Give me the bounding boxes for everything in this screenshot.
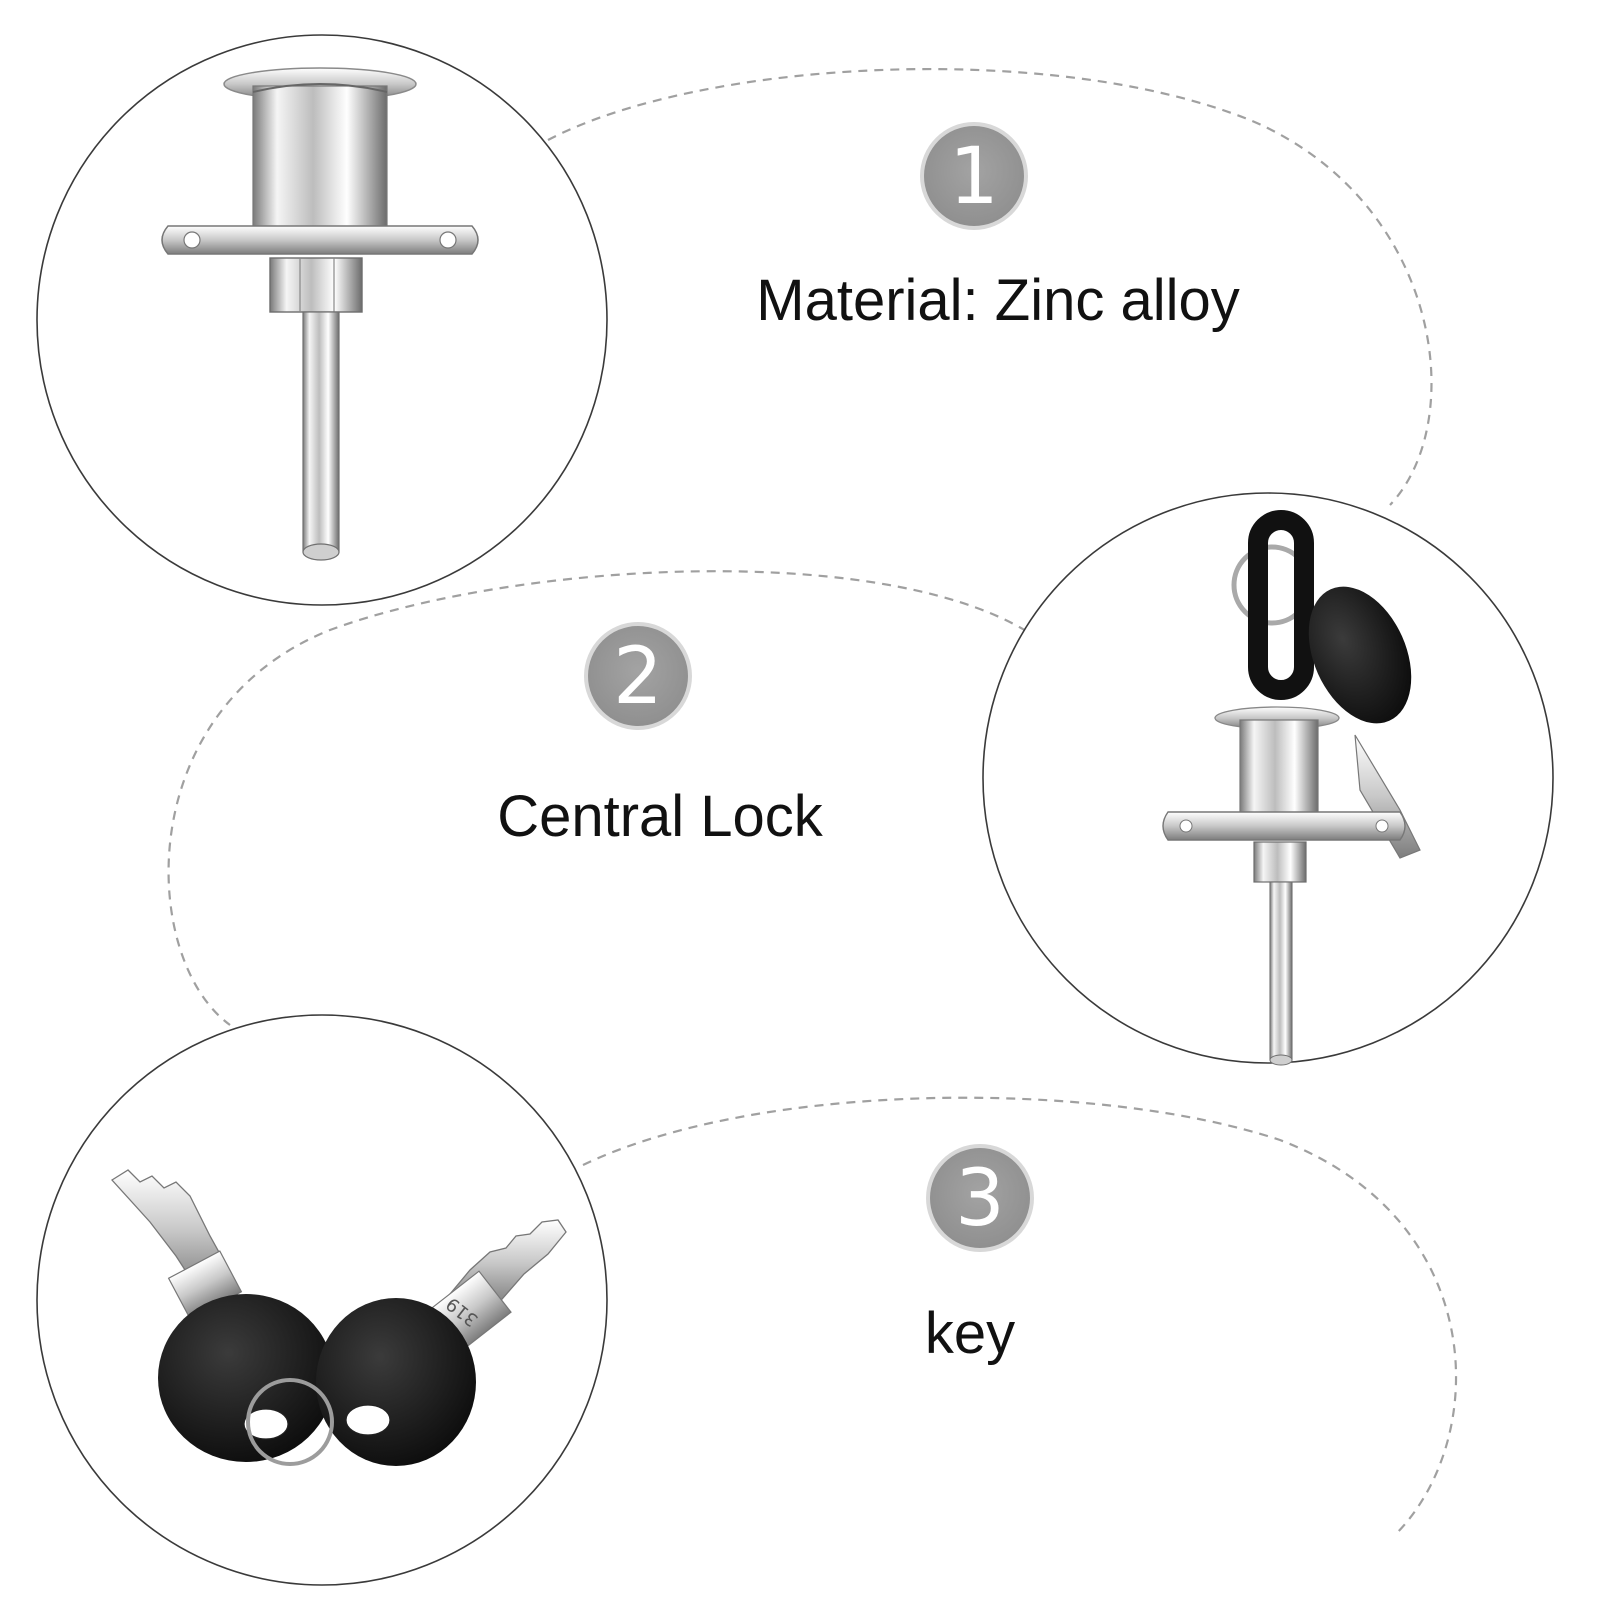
lock-plunger-pin: [302, 311, 340, 553]
lock-mounting-plate: [1162, 811, 1406, 841]
lock-hex-nut: [269, 257, 363, 313]
feature-badge-1: [920, 122, 1028, 230]
feature-label-material: Material: Zinc alloy: [756, 268, 1240, 333]
key-head-tilted: [1308, 586, 1412, 724]
key-head-left: [158, 1294, 334, 1462]
dashed-connectors: [167, 67, 1458, 1536]
feature-label-key: key: [924, 1301, 1016, 1366]
dashed-connector-3: [582, 1096, 1458, 1536]
feature-number-3: 3: [955, 1154, 1005, 1244]
lock-plunger-pin: [1269, 881, 1293, 1061]
feature-badge-3: [926, 1144, 1034, 1252]
dashed-connector-2: [167, 570, 1041, 1026]
dashed-connector-1: [547, 67, 1433, 506]
product-image-lock-with-keys: [982, 492, 1554, 1066]
lock-mounting-plate: [161, 225, 479, 255]
feature-label-central-lock: Central Lock: [497, 784, 823, 849]
lock-cylinder: [1239, 719, 1319, 829]
feature-badge-2: [584, 622, 692, 730]
key-head-upright: [1248, 510, 1314, 700]
product-image-keys: 319: [36, 1014, 608, 1586]
key-head-right: [316, 1298, 476, 1466]
photo-frame-circle: [36, 1014, 608, 1586]
key-split-ring: [246, 1378, 334, 1466]
lock-cylinder: [252, 85, 388, 239]
lock-hex-nut: [1253, 841, 1307, 883]
key-right: 319: [316, 1219, 567, 1466]
product-image-lock-plunger: [36, 34, 608, 606]
key-left: [110, 1169, 334, 1462]
feature-number-1: 1: [949, 132, 999, 222]
feature-number-2: 2: [613, 632, 663, 722]
